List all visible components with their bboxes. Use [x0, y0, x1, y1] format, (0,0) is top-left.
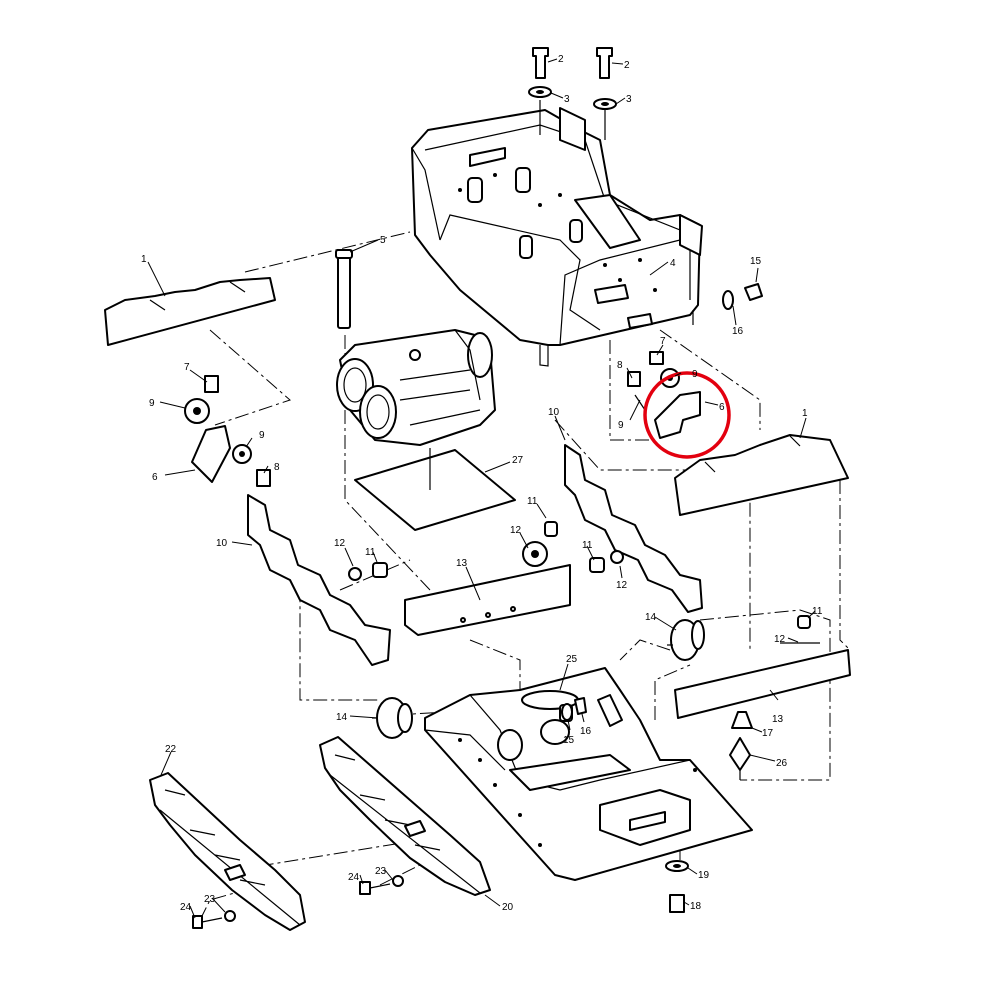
long-bolt — [335, 249, 353, 329]
callout-4: 4 — [670, 258, 676, 269]
callout-2: 2 — [624, 60, 630, 71]
callout-15: 15 — [563, 735, 575, 746]
top-bolts — [528, 47, 617, 140]
callout-7: 7 — [660, 336, 666, 347]
gasket-plate — [354, 448, 516, 531]
callout-10: 10 — [548, 407, 560, 418]
callout-12: 12 — [774, 634, 786, 645]
upper-housing — [411, 107, 703, 367]
callout-8: 8 — [274, 462, 280, 473]
clip-bracket-left — [184, 375, 271, 487]
rubber-mount-right — [667, 619, 705, 661]
callout-3: 3 — [626, 94, 632, 105]
callout-11: 11 — [582, 540, 593, 551]
callout-18: 18 — [690, 901, 702, 912]
callout-9: 9 — [692, 369, 698, 380]
callout-9: 9 — [149, 398, 155, 409]
callout-9: 9 — [618, 420, 624, 431]
callout-8: 8 — [617, 360, 623, 371]
callout-22: 22 — [165, 744, 177, 755]
highlight-circle — [643, 371, 731, 459]
callout-9: 9 — [259, 430, 265, 441]
cover-rail-middle — [404, 564, 571, 636]
callout-20: 20 — [502, 902, 514, 913]
callout-12: 12 — [616, 580, 628, 591]
callout-27: 27 — [512, 455, 524, 466]
skid-plate-left — [149, 772, 306, 931]
skid-plate-right — [319, 736, 491, 896]
side-bracket-left — [104, 277, 276, 346]
callout-17: 17 — [762, 728, 774, 739]
callout-1: 1 — [802, 408, 808, 419]
rubber-mount-left — [372, 697, 413, 739]
callout-2: 2 — [558, 54, 564, 65]
callout-13: 13 — [456, 558, 468, 569]
callout-3: 3 — [564, 94, 570, 105]
knob-washer-base — [561, 697, 587, 721]
cover-rail-right — [674, 649, 851, 719]
callout-10: 10 — [216, 538, 228, 549]
callout-6: 6 — [152, 472, 158, 483]
skid-plate-bolts — [192, 875, 404, 929]
callout-5: 5 — [380, 235, 386, 246]
callout-12: 12 — [510, 525, 522, 536]
callout-11: 11 — [812, 606, 823, 617]
cone-parts — [729, 711, 753, 780]
callout-16: 16 — [580, 726, 592, 737]
callout-24: 24 — [348, 872, 360, 883]
callout-6: 6 — [719, 402, 725, 413]
bumper-strip-left — [247, 494, 391, 666]
callout-14: 14 — [336, 712, 348, 723]
callout-15: 15 — [750, 256, 762, 267]
callout-1: 1 — [141, 254, 147, 265]
callout-26: 26 — [776, 758, 788, 769]
callout-23: 23 — [204, 894, 216, 905]
bottom-screw — [665, 860, 689, 913]
side-bracket-right — [674, 434, 849, 516]
callout-16: 16 — [732, 326, 744, 337]
fasteners-middle — [348, 521, 820, 644]
callout-12: 12 — [334, 538, 346, 549]
engine-block — [336, 329, 496, 446]
callout-labels: 2 3 2 3 4 5 15 16 1 1 7 9 9 8 6 7 8 9 9 … — [141, 54, 823, 913]
knob-washer-top — [722, 283, 763, 310]
callout-7: 7 — [184, 362, 190, 373]
callout-11: 11 — [365, 547, 376, 558]
callout-14: 14 — [645, 612, 657, 623]
callout-19: 19 — [698, 870, 710, 881]
clip-bracket-right — [627, 351, 701, 439]
leader-lines — [147, 58, 816, 919]
base-frame — [424, 667, 753, 881]
bumper-strip-right — [564, 444, 703, 613]
callout-25: 25 — [566, 654, 578, 665]
callout-24: 24 — [180, 902, 192, 913]
callout-23: 23 — [375, 866, 387, 877]
callout-13: 13 — [772, 714, 784, 725]
callout-11: 11 — [527, 496, 538, 507]
